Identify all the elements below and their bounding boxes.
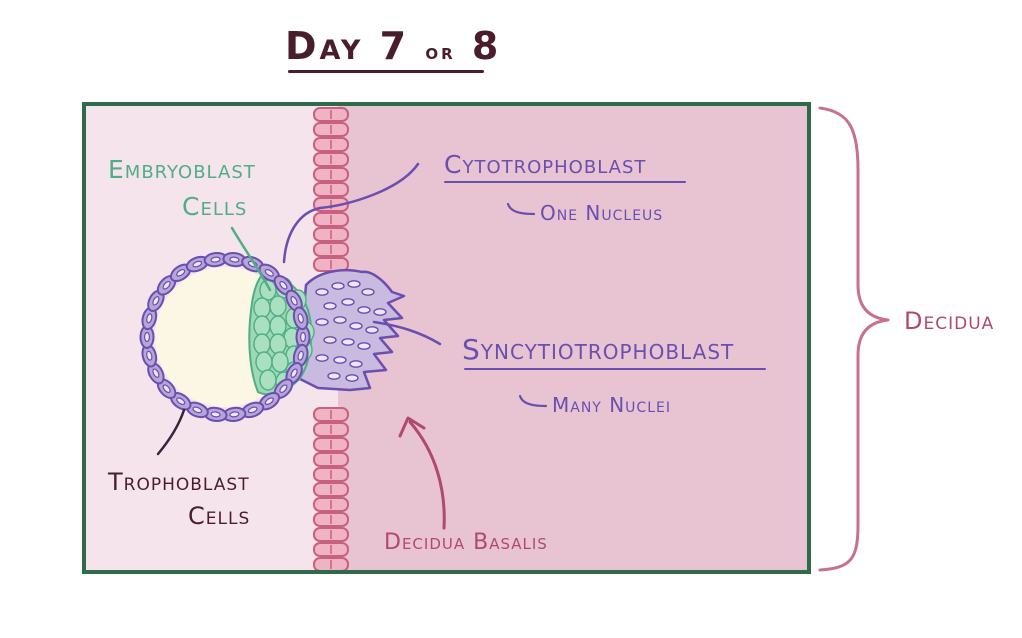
- syncytiotrophoblast-mass: [296, 268, 406, 392]
- embryoblast-cell: [259, 369, 277, 391]
- decidua-basalis-arrow: [398, 416, 446, 530]
- decidua-label: Decidua: [904, 307, 995, 335]
- embryoblast-cell: [271, 351, 289, 373]
- trophoblast-nucleus: [162, 384, 171, 394]
- trophoblast-nucleus: [297, 350, 304, 361]
- trophoblast-nucleus: [247, 406, 258, 414]
- decidua-basalis-label: Decidua Basalis: [384, 530, 548, 555]
- syncytio-nucleus: [315, 288, 329, 296]
- section-frame: [82, 102, 811, 574]
- trophoblast-nucleus: [299, 331, 306, 343]
- cyto-note-dash: [506, 202, 536, 216]
- trophoblast-label-line1: Trophoblast: [108, 468, 250, 496]
- syncytio-nucleus: [349, 322, 363, 330]
- syncytiotrophoblast-note: Many Nuclei: [552, 393, 671, 417]
- syncytio-nucleus: [333, 316, 347, 324]
- syncytio-nucleus: [331, 282, 345, 290]
- trophoblast-ring: [139, 252, 311, 422]
- trophoblast-pointer: [156, 408, 186, 456]
- syncytio-nucleus: [323, 302, 337, 310]
- trophoblast-nucleus: [210, 256, 221, 263]
- trophoblast-nucleus: [290, 296, 298, 306]
- syncytio-nucleus: [373, 308, 387, 316]
- uterine-epithelium: [313, 107, 349, 572]
- embryoblast-pointer: [230, 226, 272, 292]
- trophoblast-nucleus: [144, 331, 151, 343]
- embryoblast-label-line1: Embryoblast: [108, 155, 256, 184]
- embryoblast-cell: [255, 351, 273, 373]
- trophoblast-label-line2: Cells: [188, 502, 251, 530]
- trophoblast-nucleus: [279, 280, 288, 290]
- blastocyst: [139, 252, 315, 422]
- title-eight: 8: [471, 24, 502, 68]
- trophoblast-nucleus: [192, 260, 203, 268]
- trophoblast-nucleus: [297, 313, 304, 324]
- trophoblast-nucleus: [192, 406, 203, 414]
- title-underline: [288, 70, 484, 73]
- syncytio-nucleus: [349, 360, 363, 368]
- trophoblast-nucleus: [152, 368, 160, 378]
- trophoblast-nucleus: [146, 350, 153, 361]
- syncytiotrophoblast-underline: [464, 368, 766, 370]
- syncytio-nucleus: [357, 342, 371, 350]
- syncytio-nucleus: [333, 356, 347, 364]
- embryoblast-cell: [253, 315, 271, 337]
- trophoblast-nucleus: [210, 411, 221, 418]
- embryoblast-cell: [269, 315, 287, 337]
- syncytio-nucleus: [341, 298, 355, 306]
- syncytio-nucleus: [323, 336, 337, 344]
- syncytio-nucleus: [327, 372, 341, 380]
- trophoblast-nucleus: [290, 368, 298, 378]
- syncytio-nucleus: [365, 326, 379, 334]
- syncytio-note-dash: [518, 394, 548, 408]
- page-title: Day 7 or 8: [285, 24, 501, 68]
- embryoblast-cell: [269, 333, 287, 355]
- syncytio-nucleus: [347, 280, 361, 288]
- decidua-brace: [818, 106, 890, 572]
- title-day: Day 7: [285, 24, 410, 68]
- trophoblast-nucleus: [152, 296, 160, 306]
- cytotrophoblast-note: One Nucleus: [540, 201, 664, 225]
- syncytio-nucleus: [341, 338, 355, 346]
- cytotrophoblast-label: Cytotrophoblast: [444, 150, 647, 179]
- trophoblast-nucleus: [279, 384, 288, 394]
- syncytiotrophoblast-label: Syncytiotrophoblast: [462, 333, 735, 366]
- syncytio-nucleus: [357, 306, 371, 314]
- embryoblast-cell: [253, 333, 271, 355]
- trophoblast-nucleus: [176, 397, 186, 406]
- syncytiotrophoblast-nuclei: [315, 280, 387, 382]
- embryoblast-cell: [269, 295, 287, 317]
- syncytio-nucleus: [315, 318, 329, 326]
- embryoblast-label-line2: Cells: [182, 192, 248, 221]
- syncytio-nucleus: [361, 288, 375, 296]
- trophoblast-nucleus: [162, 280, 171, 290]
- cytotrophoblast-pointer: [282, 162, 420, 264]
- syncytiotrophoblast-pointer: [372, 320, 442, 346]
- title-or: or: [425, 40, 456, 65]
- syncytio-nucleus: [315, 354, 329, 362]
- cytotrophoblast-underline: [444, 181, 686, 183]
- trophoblast-nucleus: [146, 313, 153, 324]
- trophoblast-nucleus: [264, 268, 274, 277]
- trophoblast-nucleus: [264, 397, 274, 406]
- trophoblast-nucleus: [229, 256, 240, 263]
- embryoblast-cell: [253, 297, 271, 319]
- syncytio-nucleus: [345, 374, 359, 382]
- trophoblast-nucleus: [176, 268, 186, 277]
- trophoblast-nucleus: [229, 411, 240, 418]
